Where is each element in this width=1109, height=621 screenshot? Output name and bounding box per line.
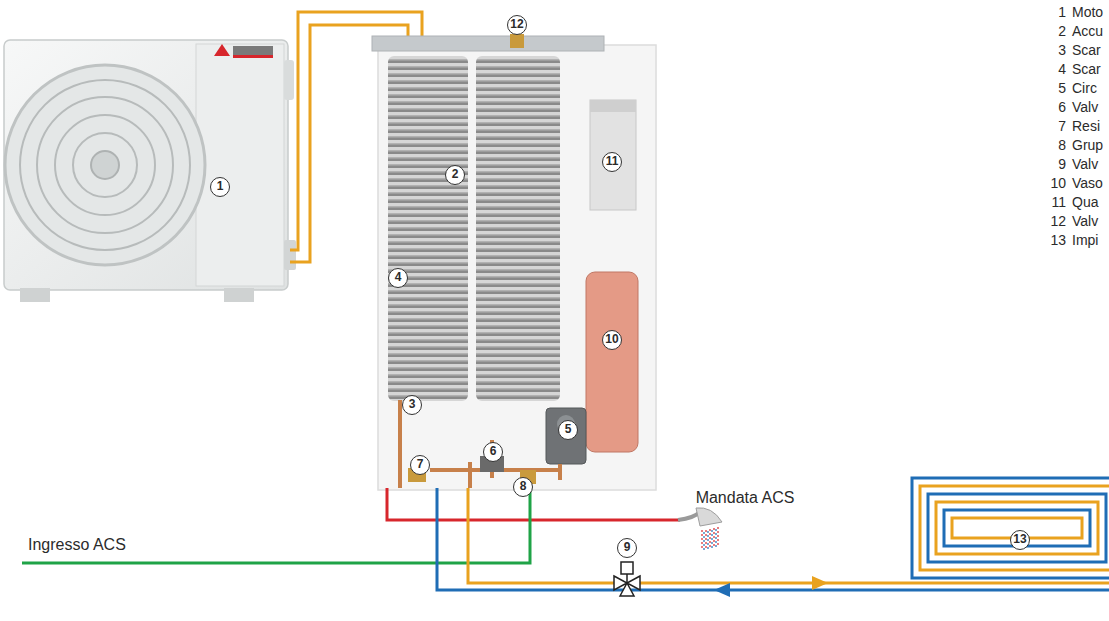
indoor-unit (372, 34, 656, 490)
callout-number: 5 (558, 420, 578, 440)
heating-loop (928, 494, 1106, 562)
callout-number: 12 (507, 15, 527, 35)
fan-grille (37, 97, 173, 233)
callout-number: 13 (1010, 530, 1030, 550)
legend-number: 9 (1036, 156, 1066, 172)
fan-hub (91, 151, 119, 179)
legend-text: Qua (1072, 194, 1098, 210)
circulator (546, 408, 586, 464)
pipe-label: Mandata ACS (694, 489, 797, 507)
coil (388, 56, 468, 401)
unit-side-panel (196, 44, 284, 286)
legend-text: Scar (1072, 42, 1101, 58)
expansion-vessel (586, 272, 638, 452)
valve-body (614, 576, 640, 596)
outdoor-unit (4, 40, 296, 302)
control-panel-top (590, 100, 636, 112)
legend-text: Valv (1072, 156, 1098, 172)
legend-number: 5 (1036, 80, 1066, 96)
fan-grille (73, 133, 137, 197)
flow-arrow (812, 576, 828, 590)
legend-number: 11 (1036, 194, 1066, 210)
fan-grille (20, 80, 190, 250)
unit-handle (284, 60, 294, 100)
legend-text: Moto (1072, 4, 1103, 20)
logo-plate (233, 55, 273, 58)
legend-number: 3 (1036, 42, 1066, 58)
fan-grille (55, 115, 155, 215)
shower-head (696, 508, 722, 526)
legend-text: Scar (1072, 61, 1101, 77)
water-drops (702, 527, 718, 550)
legend-text: Circ (1072, 80, 1097, 96)
callout-number: 3 (402, 395, 422, 415)
control-panel (590, 100, 636, 210)
callout-number: 1 (210, 177, 230, 197)
legend-number: 7 (1036, 118, 1066, 134)
logo-mark (214, 44, 230, 56)
three-way-valve (614, 562, 640, 596)
fan-grille (5, 65, 205, 265)
legend-number: 10 (1036, 175, 1066, 191)
heating-loop (936, 502, 1098, 554)
cold-water-line (22, 488, 530, 563)
pipe-label: Ingresso ACS (26, 536, 128, 554)
legend-text: Valv (1072, 213, 1098, 229)
callout-number: 8 (513, 477, 533, 497)
callout-number: 9 (617, 538, 637, 558)
legend-number: 2 (1036, 23, 1066, 39)
heating-loop (912, 478, 1109, 578)
callout-number: 7 (410, 455, 430, 475)
coil (476, 56, 560, 401)
callout-number: 2 (445, 165, 465, 185)
unit-foot (20, 288, 50, 302)
unit-casing (4, 40, 288, 290)
legend-number: 1 (1036, 4, 1066, 20)
legend-text: Resi (1072, 118, 1100, 134)
callout-number: 11 (602, 152, 622, 172)
pipe-connection (284, 240, 296, 270)
floor-heating (912, 478, 1109, 578)
shower (678, 508, 722, 551)
legend-text: Vaso (1072, 175, 1103, 191)
legend-text: Impi (1072, 232, 1098, 248)
legend-number: 12 (1036, 213, 1066, 229)
callout-number: 6 (483, 442, 503, 462)
heating-loop (920, 486, 1109, 570)
unit-foot (224, 288, 254, 302)
logo-plate (233, 46, 273, 55)
legend-text: Valv (1072, 99, 1098, 115)
hot-water-line (387, 488, 680, 520)
copper-pipe (400, 400, 560, 488)
cabinet (378, 45, 656, 490)
air-valve (510, 34, 524, 48)
return-arrow (714, 583, 730, 597)
callout-number: 10 (602, 330, 622, 350)
legend-text: Accu (1072, 23, 1103, 39)
legend-number: 8 (1036, 137, 1066, 153)
legend-number: 4 (1036, 61, 1066, 77)
valve-actuator (621, 562, 633, 574)
legend-number: 6 (1036, 99, 1066, 115)
callout-number: 4 (388, 268, 408, 288)
legend-number: 13 (1036, 232, 1066, 248)
legend-text: Grup (1072, 137, 1103, 153)
top-bracket (372, 36, 604, 51)
water-drops (704, 529, 716, 551)
